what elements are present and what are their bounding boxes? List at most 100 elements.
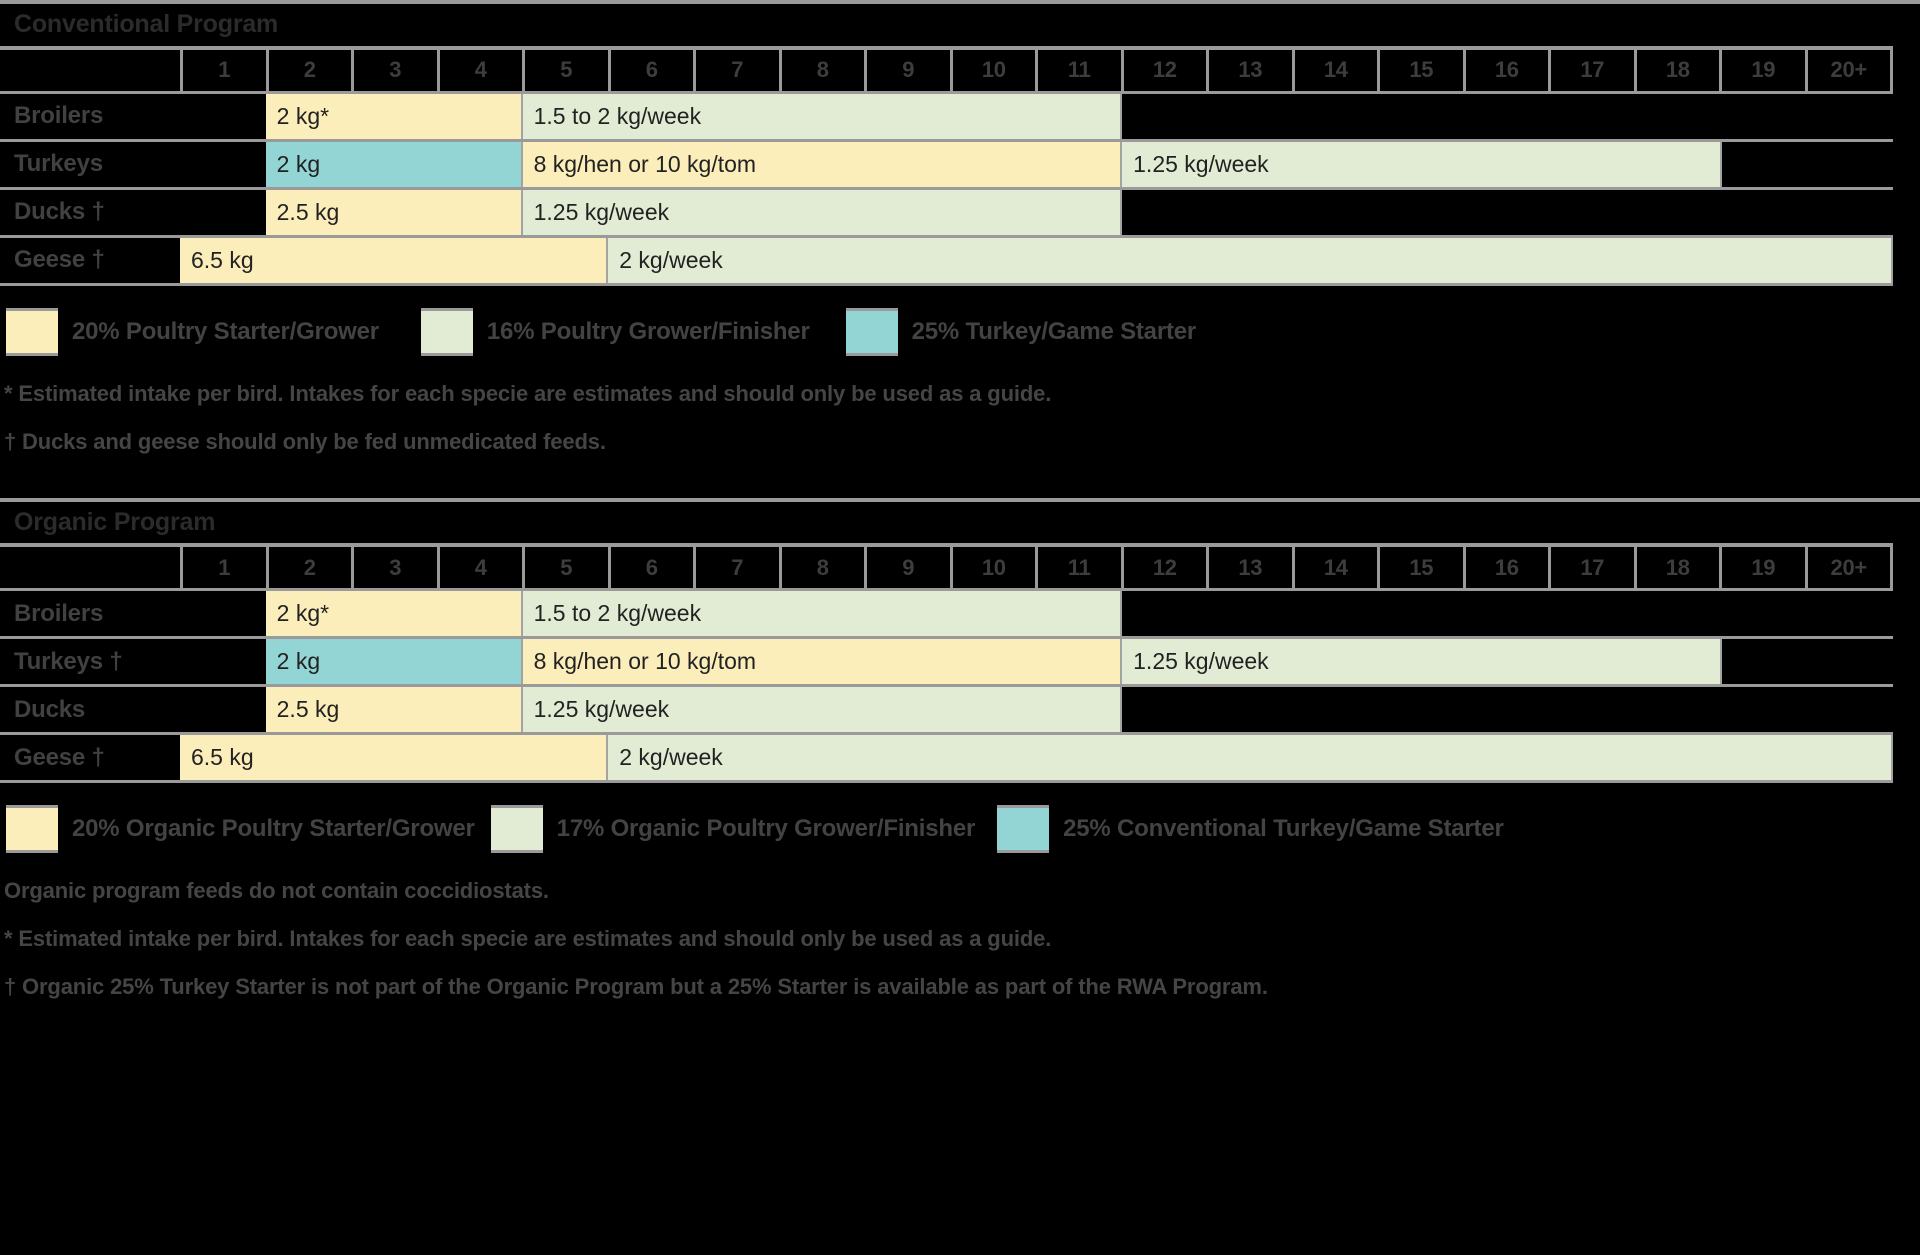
legend-swatch-teal (997, 805, 1050, 853)
row-rule (0, 732, 1893, 735)
week-header-16: 16 (1462, 49, 1548, 91)
week-header-18: 18 (1633, 547, 1719, 588)
week-header-12: 12 (1120, 49, 1206, 91)
feed-bar: 8 kg/hen or 10 kg/tom (522, 639, 1123, 684)
week-header-11: 11 (1035, 547, 1121, 588)
feed-bar: 2 kg* (265, 591, 523, 636)
week-header-18: 18 (1633, 49, 1719, 91)
row-label-broilers: Broilers (0, 591, 180, 636)
row-label-geese: Geese † (0, 237, 180, 283)
row-rule (0, 684, 1893, 687)
conventional-title-underline (0, 45, 1893, 50)
week-header-14: 14 (1291, 49, 1377, 91)
organic-title-underline (0, 543, 1893, 547)
feed-bar: 2 kg (265, 639, 523, 684)
feed-bar: 1.25 kg/week (522, 687, 1123, 732)
feed-bar: 2 kg (265, 141, 523, 187)
legend-item: 25% Conventional Turkey/Game Starter (997, 805, 1504, 853)
organic-notes: Organic program feeds do not contain coc… (0, 867, 1893, 1011)
week-header-9: 9 (864, 547, 950, 588)
conventional-legend: 20% Poultry Starter/Grower 16% Poultry Gr… (0, 285, 1893, 370)
legend-swatch-yellow (6, 805, 58, 853)
bar-track: 2 kg*1.5 to 2 kg/week (180, 591, 1893, 636)
feed-bar: 2.5 kg (265, 687, 523, 732)
feed-bar: 1.5 to 2 kg/week (522, 591, 1123, 636)
organic-header-rule (0, 588, 1893, 591)
feed-bar: 2 kg/week (608, 237, 1893, 283)
week-header-7: 7 (693, 49, 779, 91)
week-header-8: 8 (778, 547, 864, 588)
row-label-geese: Geese † (0, 735, 180, 780)
legend-swatch-yellow (6, 307, 58, 356)
organic-header-corner (0, 547, 180, 588)
week-header-1: 1 (180, 547, 266, 588)
conventional-header-rule (0, 90, 1893, 94)
section-gap (0, 465, 1920, 498)
week-header-3: 3 (351, 49, 437, 91)
legend-swatch-green (490, 805, 543, 853)
week-header-19: 19 (1719, 49, 1805, 91)
row-label-ducks: Ducks (0, 687, 180, 732)
footnote: * Estimated intake per bird. Intakes for… (4, 380, 1052, 406)
week-header-17: 17 (1548, 547, 1634, 588)
week-header-6: 6 (607, 547, 693, 588)
footnote: † Organic 25% Turkey Starter is not part… (4, 974, 1268, 999)
footnote: * Estimated intake per bird. Intakes for… (4, 926, 1052, 951)
feed-bar: 8 kg/hen or 10 kg/tom (522, 141, 1123, 187)
week-header-15: 15 (1377, 547, 1463, 588)
week-header-3: 3 (351, 547, 437, 588)
week-header-12: 12 (1120, 547, 1206, 588)
week-header-5: 5 (522, 547, 608, 588)
feed-bar: 1.25 kg/week (1122, 639, 1722, 684)
week-header-17: 17 (1548, 49, 1634, 91)
feed-bar: 2 kg* (265, 93, 523, 139)
row-rule (0, 234, 1893, 238)
legend-label: 25% Turkey/Game Starter (911, 317, 1197, 345)
legend-label: 16% Poultry Grower/Finisher (486, 317, 810, 345)
legend-label: 20% Poultry Starter/Grower (72, 317, 379, 345)
week-header-8: 8 (778, 49, 864, 91)
row-rule (0, 186, 1893, 190)
footnote: Organic program feeds do not contain coc… (4, 878, 549, 903)
week-header-4: 4 (436, 547, 522, 588)
conventional-program-title: Conventional Program (14, 10, 279, 38)
week-header-10: 10 (949, 547, 1035, 588)
row-label-broilers: Broilers (0, 93, 180, 139)
week-header-13: 13 (1206, 547, 1292, 588)
organic-legend: 20% Organic Poultry Starter/Grower 17% Or… (0, 783, 1893, 867)
week-header-10: 10 (949, 49, 1035, 91)
legend-label: 20% Organic Poultry Starter/Grower (72, 815, 475, 842)
footnote: † Ducks and geese should only be fed unm… (4, 428, 606, 454)
legend-item: 17% Organic Poultry Grower/Finisher (490, 805, 975, 853)
week-header-20plus: 20+ (1804, 49, 1893, 91)
row-rule (0, 636, 1893, 639)
legend-label: 25% Conventional Turkey/Game Starter (1063, 815, 1504, 842)
week-header-16: 16 (1462, 547, 1548, 588)
week-header-1: 1 (180, 49, 266, 91)
legend-item: 25% Turkey/Game Starter (845, 307, 1197, 356)
legend-swatch-teal (845, 307, 898, 356)
row-label-turkeys: Turkeys (0, 141, 180, 187)
top-rule (0, 0, 1920, 4)
legend-item: 20% Poultry Starter/Grower (6, 307, 379, 356)
